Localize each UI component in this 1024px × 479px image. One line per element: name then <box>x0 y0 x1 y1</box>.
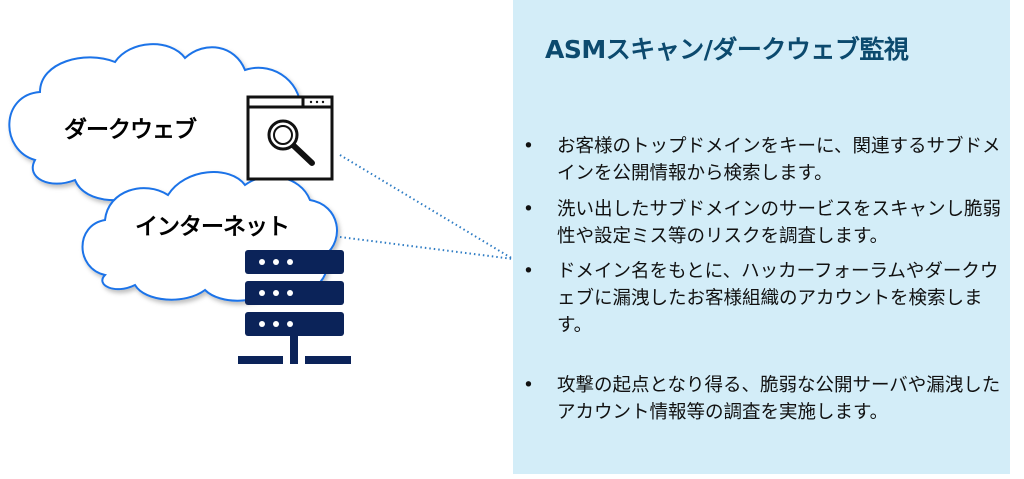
bullet-dot: • <box>523 199 534 220</box>
list-item-text: 洗い出したサブドメインのサービスをスキャンし脆弱性や設定ミス等のリスクを調査しま… <box>557 199 1002 247</box>
list-item-text: 攻撃の起点となり得る、脆弱な公開サーバや漏洩したアカウント情報等の調査を実施しま… <box>557 375 1001 423</box>
list-item: • お客様のトップドメインをキーに、関連するサブドメインを公開情報から検索します… <box>523 133 1003 187</box>
diagram-graphics <box>8 43 514 364</box>
diagram: ダークウェブ インターネット <box>8 43 514 364</box>
browser-search-icon <box>246 95 334 181</box>
panel-title: ASMスキャン/ダークウェブ監視 <box>545 35 909 64</box>
list-item-text: ドメイン名をもとに、ハッカーフォーラムやダークウェブに漏洩したお客様組織のアカウ… <box>557 261 999 336</box>
connector-line-internet <box>339 236 514 260</box>
list-item-text: お客様のトップドメインをキーに、関連するサブドメインを公開情報から検索します。 <box>557 136 1001 184</box>
connector-line-browser <box>339 154 514 260</box>
info-panel: ASMスキャン/ダークウェブ監視 • お客様のトップドメインをキーに、関連するサ… <box>513 0 1010 474</box>
server-rack-icon <box>238 250 351 364</box>
list-item: • 洗い出したサブドメインのサービスをスキャンし脆弱性や設定ミス等のリスクを調査… <box>523 196 1003 250</box>
bullet-dot: • <box>523 136 534 157</box>
cloud-label-internet: インターネット <box>135 214 290 240</box>
bullet-dot: • <box>523 261 534 282</box>
list-item: • 攻撃の起点となり得る、脆弱な公開サーバや漏洩したアカウント情報等の調査を実施… <box>523 372 1003 426</box>
bullet-dot: • <box>523 375 534 396</box>
list-item: • ドメイン名をもとに、ハッカーフォーラムやダークウェブに漏洩したお客様組織のア… <box>523 258 1003 339</box>
cloud-label-darkweb: ダークウェブ <box>64 117 197 143</box>
